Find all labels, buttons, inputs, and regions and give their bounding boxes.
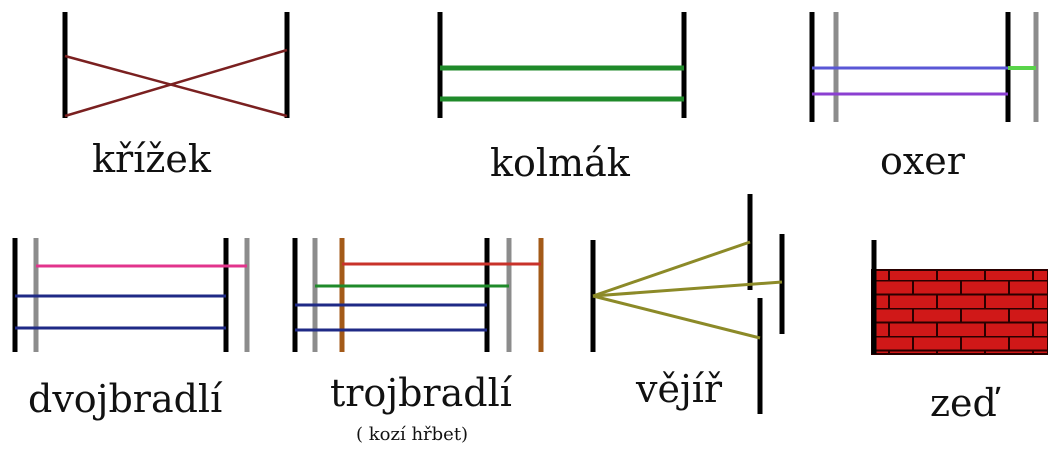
vejir-label: vějíř bbox=[635, 367, 723, 411]
vejir-rail-3 bbox=[592, 294, 761, 340]
vejir-rail-2 bbox=[592, 280, 783, 298]
krizek-rail-1 bbox=[64, 54, 288, 118]
trojbradli-sublabel: ( kozí hřbet) bbox=[356, 424, 468, 445]
oxer-label: oxer bbox=[880, 139, 966, 183]
dvojbradli-jump: dvojbradlí bbox=[12, 238, 250, 421]
dvojbradli-label: dvojbradlí bbox=[28, 377, 223, 421]
trojbradli-label: trojbradlí bbox=[330, 371, 513, 415]
vejir-jump: vějíř bbox=[590, 194, 785, 414]
krizek-jump: křížek bbox=[62, 12, 290, 181]
krizek-rail-2 bbox=[64, 48, 288, 118]
vejir-rail-1 bbox=[592, 240, 751, 298]
zed-wall bbox=[871, 269, 1048, 355]
zed-jump: zeď bbox=[871, 240, 1048, 425]
oxer-jump: oxer bbox=[809, 12, 1039, 183]
krizek-label: křížek bbox=[92, 137, 212, 181]
kolmak-label: kolmák bbox=[490, 141, 631, 185]
kolmak-jump: kolmák bbox=[437, 12, 687, 185]
zed-label: zeď bbox=[930, 381, 1002, 425]
trojbradli-jump: trojbradlí ( kozí hřbet) bbox=[292, 238, 544, 445]
